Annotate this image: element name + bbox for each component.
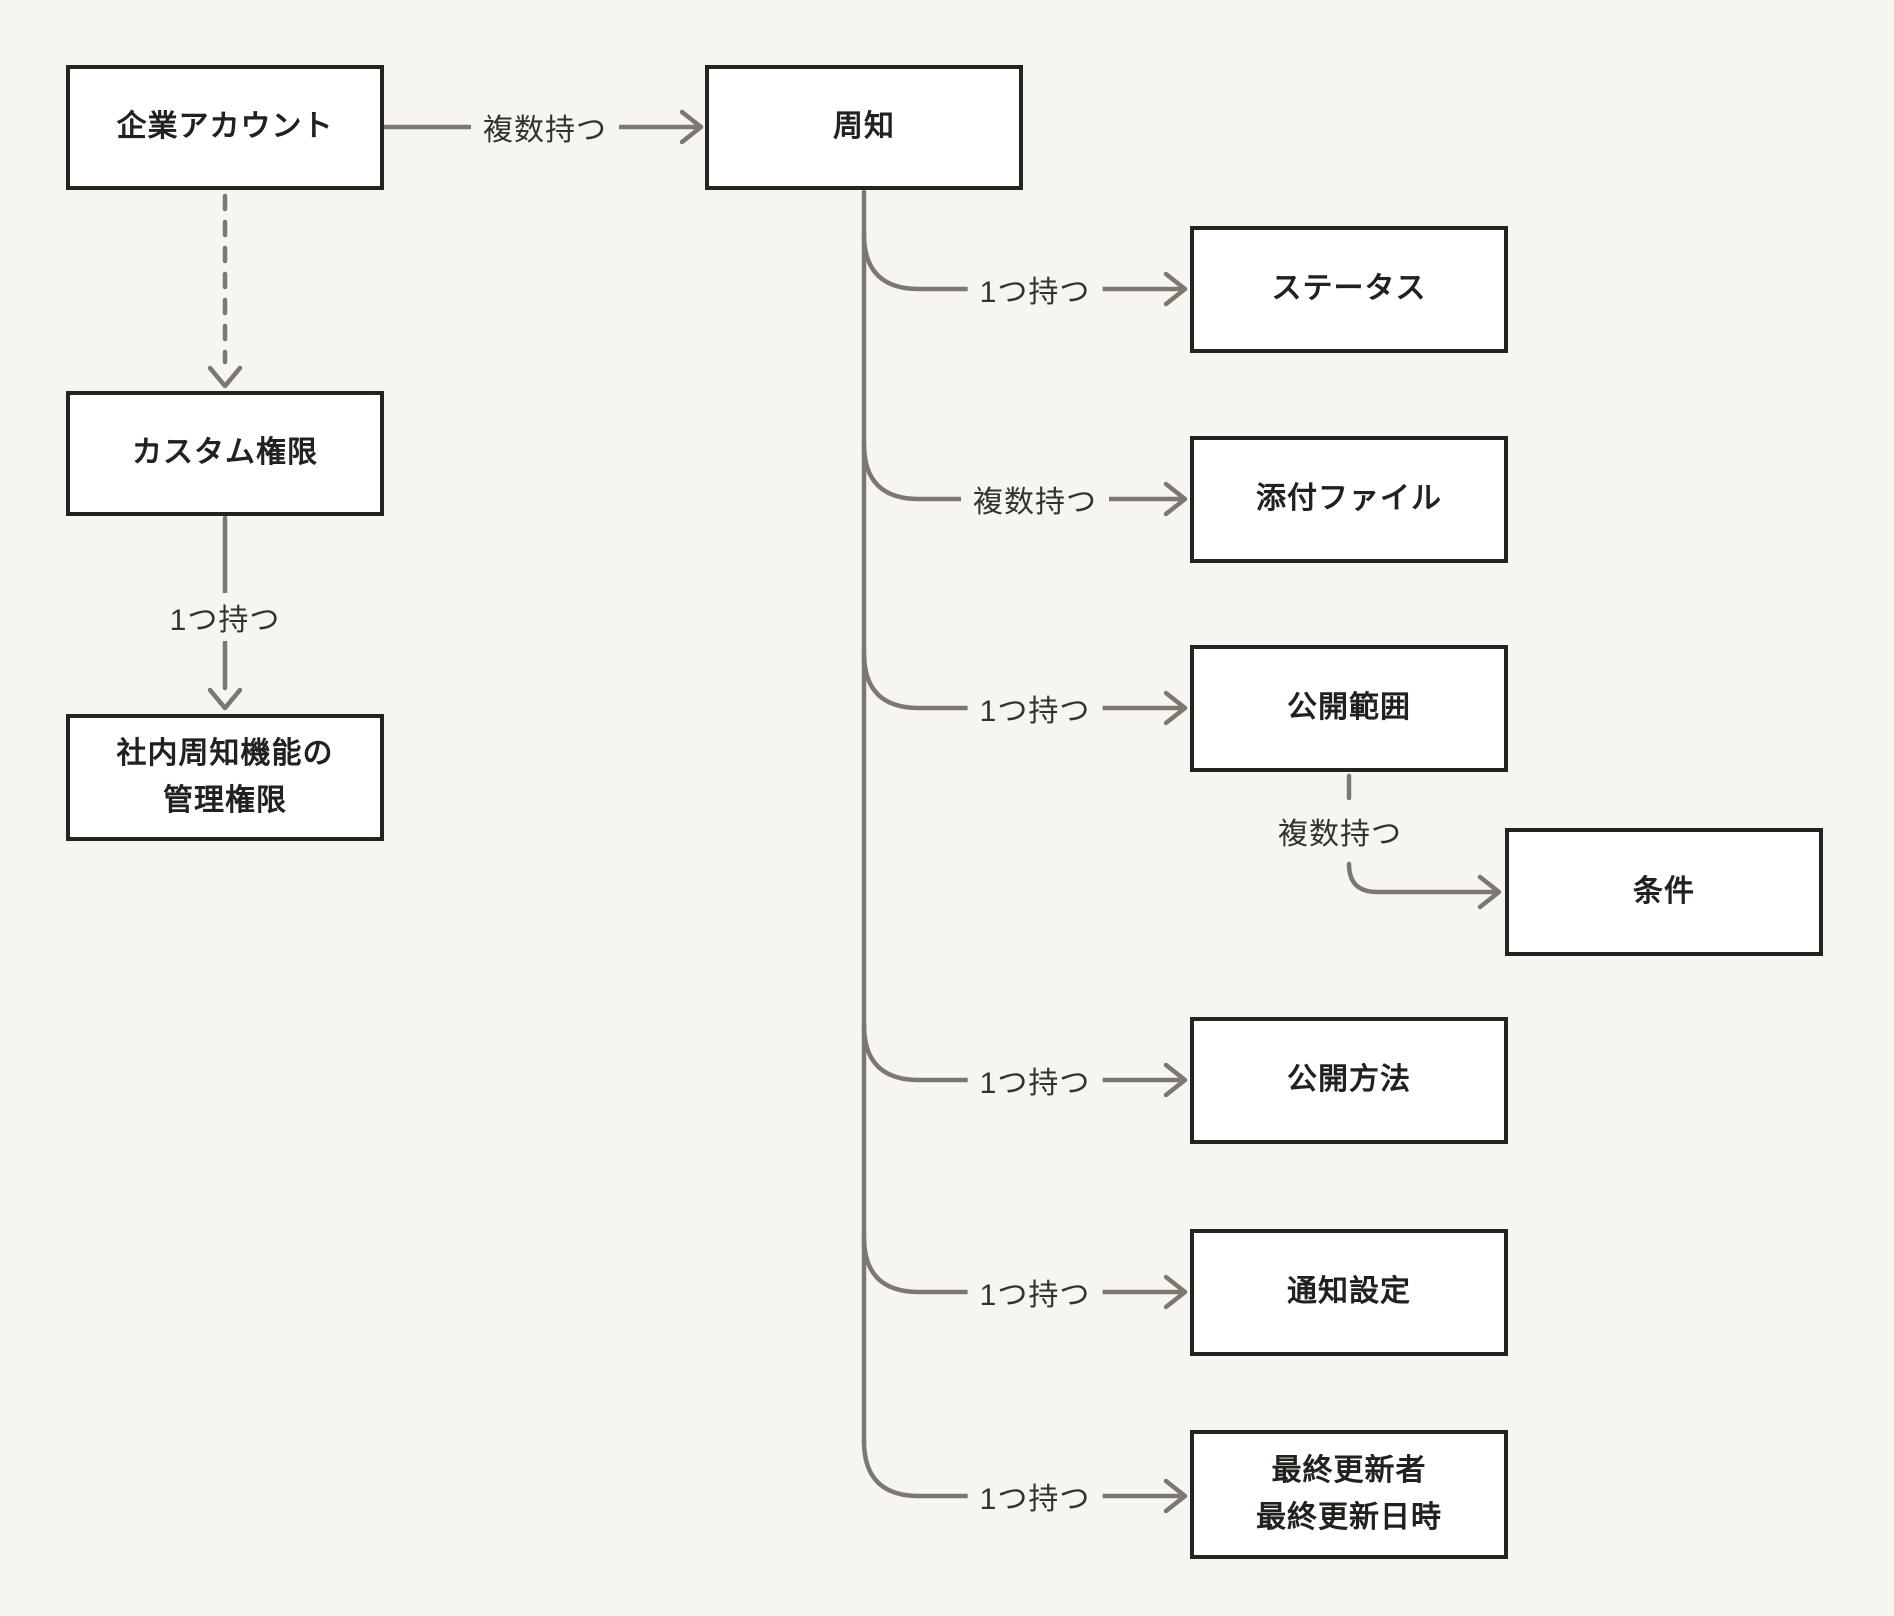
node-admin-permission: 社内周知機能の 管理権限 xyxy=(66,714,384,841)
node-announcement: 周知 xyxy=(705,65,1023,190)
arrowhead-right-icon xyxy=(1163,1274,1188,1310)
arrowhead-right-icon xyxy=(679,109,704,145)
node-notification-settings: 通知設定 xyxy=(1190,1229,1508,1356)
node-condition: 条件 xyxy=(1505,828,1823,956)
edge-scope-to-condition xyxy=(1346,773,1502,910)
node-last-updated-label-line1: 最終更新者 xyxy=(1271,1454,1427,1487)
arrowhead-right-icon xyxy=(1477,874,1502,910)
node-status-label: ステータス xyxy=(1271,272,1427,306)
edge-announcement-to-status xyxy=(861,231,1188,307)
node-notification-settings-label: 通知設定 xyxy=(1287,1275,1411,1309)
edge-announcement-to-attachment xyxy=(861,441,1188,517)
node-last-updated-label-line2: 最終更新日時 xyxy=(1256,1500,1442,1534)
edge-announcement-to-notification xyxy=(861,1234,1188,1310)
node-attachment-label: 添付ファイル xyxy=(1256,482,1442,516)
edge-label-announcement-lastupdated: 1つ持つ xyxy=(967,1472,1103,1520)
arrowhead-right-icon xyxy=(1163,1478,1188,1514)
edge-label-custom-admin: 1つ持つ xyxy=(157,593,293,641)
edge-label-announcement-status: 1つ持つ xyxy=(967,265,1103,313)
edge-announcement-to-scope xyxy=(861,650,1188,726)
node-publish-scope: 公開範囲 xyxy=(1190,645,1508,772)
node-admin-permission-label-line2: 管理権限 xyxy=(163,783,287,817)
arrowhead-down-icon xyxy=(207,365,243,389)
node-last-updated: 最終更新者 最終更新日時 xyxy=(1190,1430,1508,1559)
node-custom-permission: カスタム権限 xyxy=(66,391,384,516)
node-admin-permission-label-line1: 社内周知機能の xyxy=(116,737,334,770)
edge-label-announcement-attachment: 複数持つ xyxy=(961,475,1109,523)
node-status: ステータス xyxy=(1190,226,1508,353)
edge-label-announcement-scope: 1つ持つ xyxy=(967,684,1103,732)
node-custom-permission-label: カスタム権限 xyxy=(132,436,318,470)
edge-label-announcement-notification: 1つ持つ xyxy=(967,1268,1103,1316)
node-condition-label: 条件 xyxy=(1633,874,1695,908)
arrowhead-right-icon xyxy=(1163,271,1188,307)
edge-announcement-to-lastupdated xyxy=(861,1438,1188,1514)
node-attachment: 添付ファイル xyxy=(1190,436,1508,563)
edge-account-to-custom-permission xyxy=(207,193,243,389)
node-company-account: 企業アカウント xyxy=(66,65,384,190)
node-publish-method: 公開方法 xyxy=(1190,1017,1508,1144)
arrowhead-right-icon xyxy=(1163,481,1188,517)
node-company-account-label: 企業アカウント xyxy=(116,110,334,144)
edge-announcement-to-method xyxy=(861,1022,1188,1098)
arrowhead-right-icon xyxy=(1163,690,1188,726)
edge-label-scope-condition: 複数持つ xyxy=(1266,807,1414,855)
arrowhead-right-icon xyxy=(1163,1062,1188,1098)
node-publish-method-label: 公開方法 xyxy=(1287,1063,1411,1097)
node-publish-scope-label: 公開範囲 xyxy=(1287,691,1411,725)
edge-label-announcement-method: 1つ持つ xyxy=(967,1056,1103,1104)
arrowhead-down-icon xyxy=(207,687,243,711)
edge-label-account-announcement: 複数持つ xyxy=(471,103,619,151)
node-announcement-label: 周知 xyxy=(833,110,895,144)
